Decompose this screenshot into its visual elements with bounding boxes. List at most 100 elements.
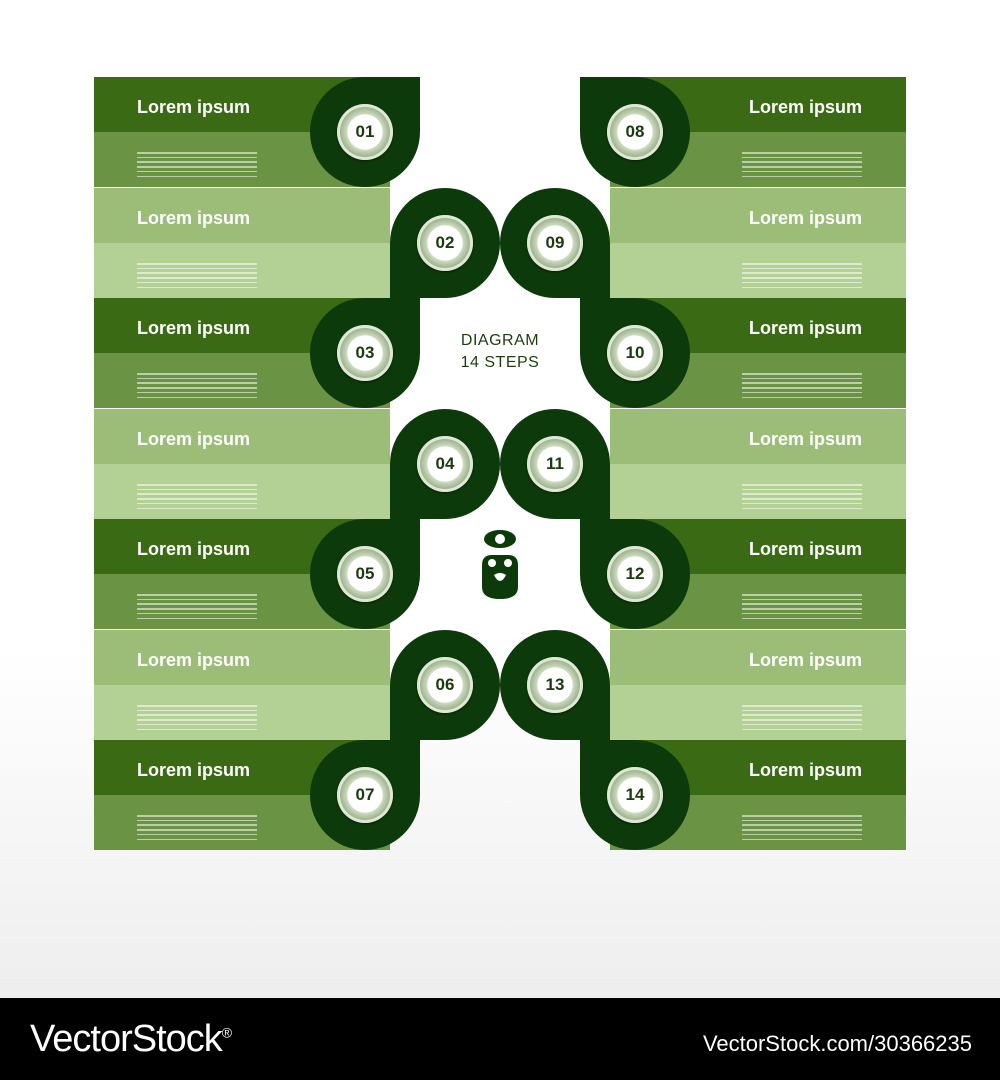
step-panel: Lorem ipsum [610, 630, 906, 740]
step-number: 03 [355, 343, 375, 362]
text-line [137, 175, 257, 177]
text-line [742, 833, 862, 836]
step-panel: Lorem ipsum [610, 188, 906, 298]
step-leaf-marker: 03 [310, 298, 420, 408]
registered-mark: ® [221, 1024, 232, 1041]
image-ident: VectorStock.com/30366235 [702, 1031, 972, 1056]
step-title: Lorem ipsum [748, 429, 862, 449]
text-line [742, 382, 862, 384]
step-leaf-marker: 12 [580, 519, 690, 629]
step-number-badge: 07 [337, 767, 393, 823]
placeholder-text-lines [742, 702, 862, 730]
text-line [742, 281, 862, 284]
panel-band-top [94, 630, 390, 685]
text-line [137, 838, 257, 840]
text-line [742, 617, 862, 619]
panel-band-bottom [610, 243, 906, 298]
step-number-badge: 08 [607, 104, 663, 160]
placeholder-text-lines [742, 260, 862, 288]
placeholder-text-lines [137, 370, 257, 398]
text-line [742, 705, 862, 707]
text-line [742, 387, 862, 389]
step-number-badge: 06 [417, 657, 473, 713]
panel-band-bottom [610, 685, 906, 740]
step-number: 11 [546, 454, 564, 473]
step-number-badge: 01 [337, 104, 393, 160]
step-number-badge: 09 [527, 215, 583, 271]
text-line [137, 608, 257, 610]
text-line [137, 498, 257, 500]
text-line [137, 598, 257, 601]
step-title: Lorem ipsum [748, 318, 862, 338]
step-number-badge: 04 [417, 436, 473, 492]
step-number: 10 [625, 343, 645, 362]
text-line [137, 263, 257, 265]
step-leaf-marker: 01 [310, 77, 420, 187]
text-line [137, 705, 257, 707]
panel-band-top [610, 630, 906, 685]
text-line [137, 488, 257, 491]
text-line [137, 819, 257, 822]
panel-band-top [610, 409, 906, 464]
text-line [742, 166, 862, 168]
text-line [742, 156, 862, 159]
text-line [742, 723, 862, 726]
step-number-badge: 05 [337, 546, 393, 602]
text-line [742, 373, 862, 375]
text-line [742, 377, 862, 380]
text-line [137, 829, 257, 831]
text-line [137, 815, 257, 817]
text-line [137, 156, 257, 159]
placeholder-text-lines [742, 812, 862, 840]
step-panel: Lorem ipsum [94, 409, 390, 519]
placeholder-text-lines [742, 591, 862, 619]
text-line [742, 498, 862, 500]
text-line [742, 709, 862, 712]
step-number: 02 [435, 233, 455, 252]
text-line [742, 829, 862, 831]
step-title: Lorem ipsum [137, 760, 251, 780]
step-leaf-marker: 04 [390, 409, 500, 519]
step-number: 14 [625, 785, 645, 804]
text-line [742, 175, 862, 177]
step-number-badge: 13 [527, 657, 583, 713]
text-line [137, 719, 257, 721]
text-line [742, 152, 862, 154]
text-line [137, 377, 257, 380]
text-line [137, 277, 257, 279]
step-leaf-marker: 08 [580, 77, 690, 187]
text-line [137, 281, 257, 284]
text-line [742, 838, 862, 840]
brand-logo: VectorStock® [30, 1018, 232, 1061]
step-number: 06 [435, 675, 455, 694]
text-line [742, 819, 862, 822]
text-line [742, 161, 862, 163]
text-line [137, 723, 257, 726]
text-line [137, 387, 257, 389]
text-line [137, 833, 257, 836]
step-leaf-marker: 10 [580, 298, 690, 408]
step-title: Lorem ipsum [748, 650, 862, 670]
text-line [137, 152, 257, 154]
text-line [742, 493, 862, 495]
text-line [137, 267, 257, 270]
diagram-center-title: DIAGRAM 14 STEPS [420, 330, 580, 374]
text-line [137, 161, 257, 163]
text-line [137, 594, 257, 596]
step-number: 04 [435, 454, 455, 473]
brand-name: VectorStock [30, 1018, 223, 1060]
text-line [742, 267, 862, 270]
step-title: Lorem ipsum [748, 97, 862, 117]
text-line [137, 396, 257, 398]
step-number: 12 [625, 564, 645, 583]
placeholder-text-lines [137, 260, 257, 288]
step-title: Lorem ipsum [137, 539, 251, 559]
step-leaf-marker: 02 [390, 188, 500, 298]
step-leaf-marker: 09 [500, 188, 610, 298]
text-line [137, 170, 257, 173]
text-line [137, 709, 257, 712]
text-line [137, 493, 257, 495]
text-line [137, 507, 257, 509]
step-number: 13 [545, 675, 565, 694]
text-line [137, 484, 257, 486]
